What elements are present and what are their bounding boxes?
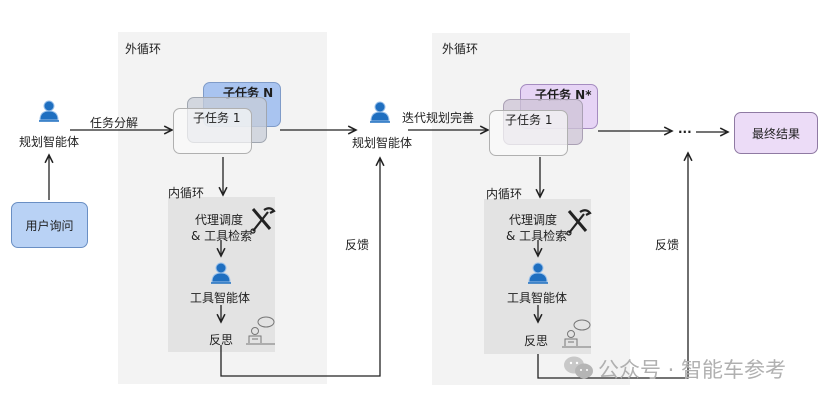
ellipsis-node: ... — [678, 122, 692, 136]
edge-label-task-decompose: 任务分解 — [90, 116, 139, 130]
user-query-label: 用户询问 — [25, 218, 74, 233]
inner-loop-label-2: 内循环 — [486, 187, 523, 201]
dispatch-label-1b: & 工具检索 — [191, 229, 253, 243]
tool-agent-icon-2 — [528, 262, 548, 284]
dispatch-label-1a: 代理调度 — [195, 213, 244, 227]
subtask-n-label-2: 子任务 N* — [535, 88, 592, 102]
edge-label-feedback-right: 反馈 — [655, 238, 680, 252]
subtask-1-card-2[interactable] — [489, 110, 568, 156]
wechat-icon — [564, 356, 593, 379]
tool-agent-label-2: 工具智能体 — [507, 291, 568, 305]
reflect-label-1: 反思 — [209, 333, 234, 347]
watermark-text: 公众号 · 智能车参考 — [598, 358, 787, 382]
edge-feedback-1 — [220, 158, 380, 377]
planner-agent-icon-left — [39, 100, 59, 122]
tools-icon-2 — [566, 209, 592, 236]
reflect-label-2: 反思 — [524, 334, 549, 348]
outer-loop-label-1: 外循环 — [125, 42, 162, 56]
tool-agent-icon-1 — [211, 262, 231, 284]
reflection-icon-2 — [562, 319, 591, 348]
outer-loop-label-2: 外循环 — [442, 42, 479, 56]
edge-label-iterative-refine: 迭代规划完善 — [402, 111, 475, 125]
dispatch-label-2b: & 工具检索 — [506, 229, 568, 243]
edge-label-feedback-left: 反馈 — [345, 238, 370, 252]
subtask-1-card-1[interactable] — [173, 108, 252, 154]
subtask-1-label-2: 子任务 1 — [505, 113, 553, 127]
tool-agent-label-1: 工具智能体 — [190, 291, 251, 305]
planner-agent-icon-mid — [370, 101, 390, 123]
user-query-node[interactable]: 用户询问 — [11, 202, 88, 248]
inner-loop-label-1: 内循环 — [168, 186, 205, 200]
reflection-icon-1 — [246, 316, 275, 345]
tools-icon-1 — [250, 207, 276, 234]
subtask-1-label-1: 子任务 1 — [193, 111, 241, 125]
subtask-n-label-1: 子任务 N — [223, 86, 274, 100]
final-result-label: 最终结果 — [751, 126, 800, 141]
edge-feedback-2 — [537, 153, 688, 379]
planner-agent-label-mid: 规划智能体 — [352, 136, 413, 150]
final-result-node[interactable]: 最终结果 — [734, 112, 818, 154]
planner-agent-label-left: 规划智能体 — [19, 135, 80, 149]
dispatch-label-2a: 代理调度 — [509, 213, 558, 227]
